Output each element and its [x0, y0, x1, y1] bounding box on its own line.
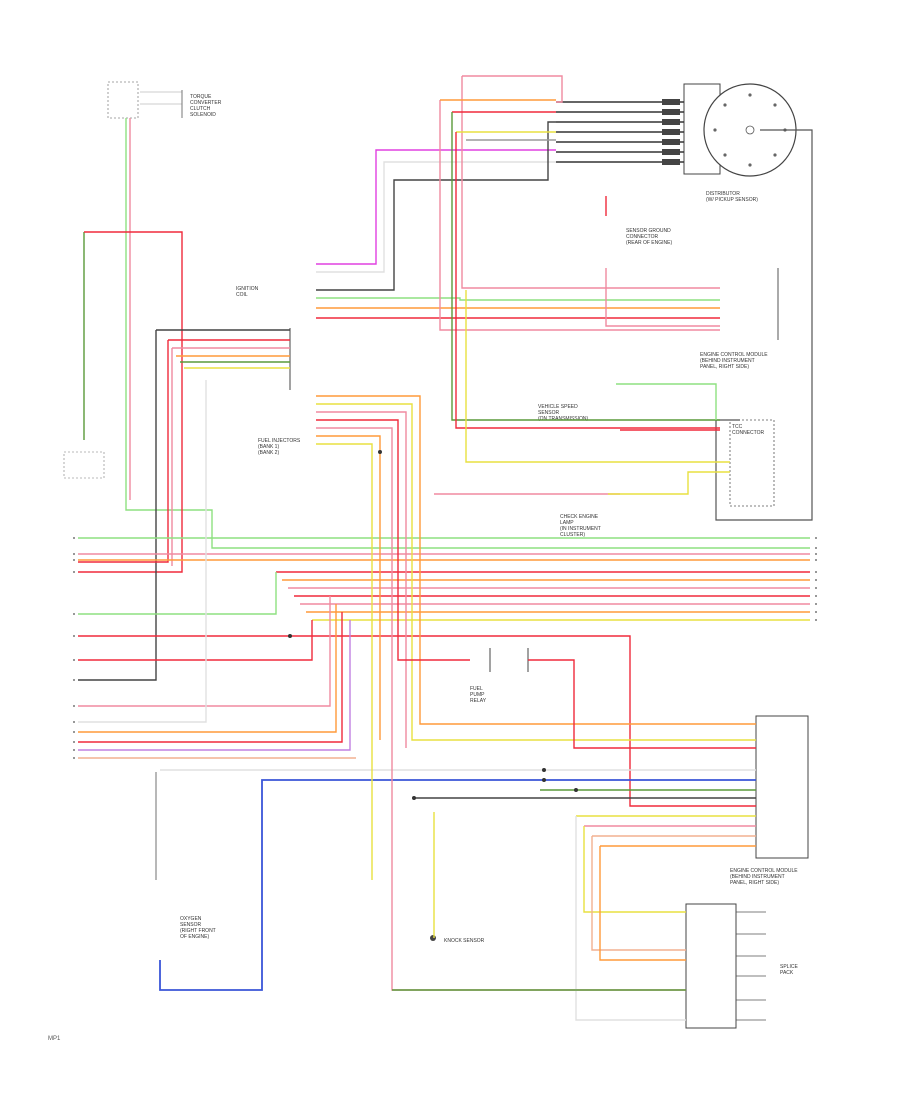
o2-label-1: OXYGEN — [180, 916, 202, 922]
tcc-solenoid: TORQUE CONVERTER CLUTCH SOLENOID — [107, 81, 222, 119]
ignition-coil-label-1: IGNITION — [236, 286, 259, 292]
tcc-connector-label-2: CONNECTOR — [732, 430, 765, 436]
distributor-label-1: DISTRIBUTOR — [706, 191, 740, 197]
tcc-connector: TCC CONNECTOR — [729, 419, 775, 507]
sensor-ground-connector: SENSOR GROUND CONNECTOR (REAR OF ENGINE) — [626, 228, 672, 246]
ecm2-label-3: PANEL, RIGHT SIDE) — [730, 880, 779, 886]
fuel-injectors-label-2: (BANK 1) — [258, 444, 279, 450]
splice-points — [288, 450, 578, 800]
relay-label-3: RELAY — [470, 698, 487, 704]
speed-sensor-label-1: VEHICLE SPEED — [538, 404, 578, 410]
check-engine-label-2: LAMP — [560, 520, 574, 526]
distributor-label-2: (W/ PICKUP SENSOR) — [706, 197, 758, 203]
o2-label-4: OF ENGINE) — [180, 934, 210, 940]
splice-label-2: PACK — [780, 970, 794, 976]
ignition-coil-label-2: COIL — [236, 292, 248, 298]
ecm2-label-1: ENGINE CONTROL MODULE — [730, 868, 798, 874]
tcc-solenoid-label-4: SOLENOID — [190, 112, 216, 118]
check-engine-lamp: CHECK ENGINE LAMP (IN INSTRUMENT CLUSTER… — [560, 514, 601, 538]
splice-label-1: SPLICE — [780, 964, 798, 970]
fuel-injectors: FUEL INJECTORS (BANK 1) (BANK 2) — [258, 438, 301, 456]
distributor: DISTRIBUTOR (W/ PICKUP SENSOR) — [683, 83, 797, 203]
relay-label-2: PUMP — [470, 692, 485, 698]
o2-label-3: (RIGHT FRONT — [180, 928, 216, 934]
sensor-ground-label-3: (REAR OF ENGINE) — [626, 240, 672, 246]
sensor-ground-label-1: SENSOR GROUND — [626, 228, 671, 234]
oxygen-sensor: OXYGEN SENSOR (RIGHT FRONT OF ENGINE) — [180, 916, 216, 940]
speed-sensor-label-2: SENSOR — [538, 410, 560, 416]
page-id: MP1 — [48, 1036, 61, 1042]
ecm2-label-2: (BEHIND INSTRUMENT — [730, 874, 785, 880]
sensor-ground-label-2: CONNECTOR — [626, 234, 659, 240]
ecm1-label-1: ENGINE CONTROL MODULE — [700, 352, 768, 358]
ecm-connector-1: ENGINE CONTROL MODULE (BEHIND INSTRUMENT… — [700, 268, 779, 370]
tcc-solenoid-label-2: CONVERTER — [190, 100, 222, 106]
relay-label-1: FUEL — [470, 686, 483, 692]
check-engine-label-1: CHECK ENGINE — [560, 514, 599, 520]
speed-sensor-label-3: (ON TRANSMISSION) — [538, 416, 589, 422]
check-engine-label-4: CLUSTER) — [560, 532, 585, 538]
check-engine-label-3: (IN INSTRUMENT — [560, 526, 601, 532]
fuel-pump-relay: FUEL PUMP RELAY — [470, 648, 529, 704]
ecm1-label-3: PANEL, RIGHT SIDE) — [700, 364, 749, 370]
knock-sensor-label: KNOCK SENSOR — [444, 938, 485, 944]
o2-label-2: SENSOR — [180, 922, 202, 928]
ecm-connector-2: ENGINE CONTROL MODULE (BEHIND INSTRUMENT… — [730, 715, 809, 886]
fuel-injectors-label-3: (BANK 2) — [258, 450, 279, 456]
vehicle-speed-sensor: VEHICLE SPEED SENSOR (ON TRANSMISSION) — [538, 404, 589, 422]
fuel-injectors-label-1: FUEL INJECTORS — [258, 438, 301, 444]
knock-sensor: KNOCK SENSOR — [430, 935, 485, 944]
tcc-solenoid-label-3: CLUTCH — [190, 106, 211, 112]
wires — [78, 75, 810, 1021]
left-terminals — [73, 537, 75, 759]
ecm1-label-2: (BEHIND INSTRUMENT — [700, 358, 755, 364]
tcc-connector-label-1: TCC — [732, 424, 743, 430]
splice-pack: SPLICE PACK — [685, 903, 798, 1029]
ignition-coil: IGNITION COIL — [236, 286, 291, 390]
tcc-solenoid-label-1: TORQUE — [190, 94, 212, 100]
left-connector — [63, 451, 105, 479]
bus-terminals — [815, 537, 817, 621]
